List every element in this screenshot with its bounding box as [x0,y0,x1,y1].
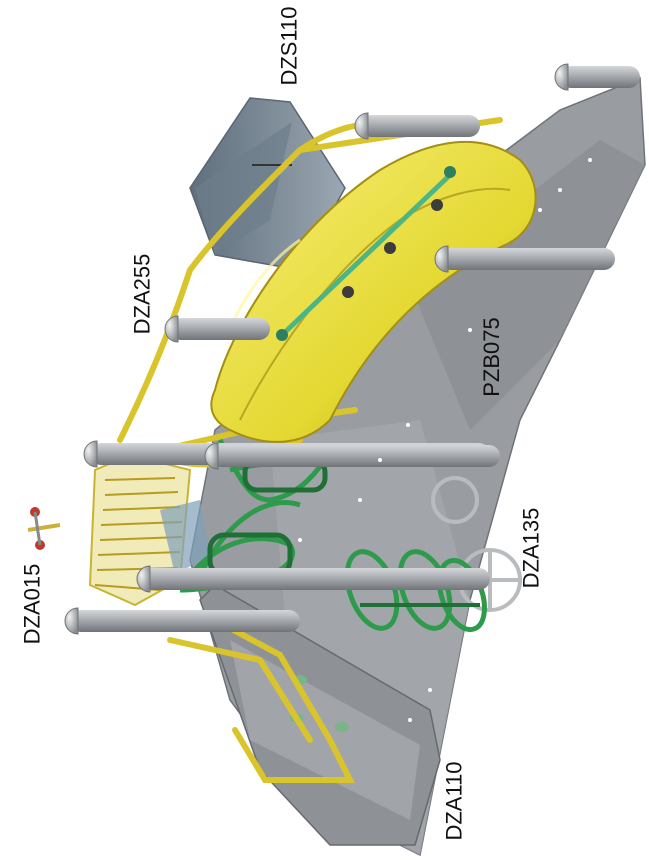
support-posts [70,66,640,632]
telescope-accessory [27,507,61,550]
label-dzs110: DZS110 [276,6,302,86]
label-dza135: DZA135 [518,507,544,589]
label-dza015: DZA015 [19,563,45,645]
deck-bolts [298,158,592,722]
crawl-tube [210,140,537,443]
post-caps [64,63,569,635]
label-dza255: DZA255 [129,253,155,335]
label-dza110: DZA110 [441,761,467,841]
label-pzb075: PZB075 [478,317,504,397]
